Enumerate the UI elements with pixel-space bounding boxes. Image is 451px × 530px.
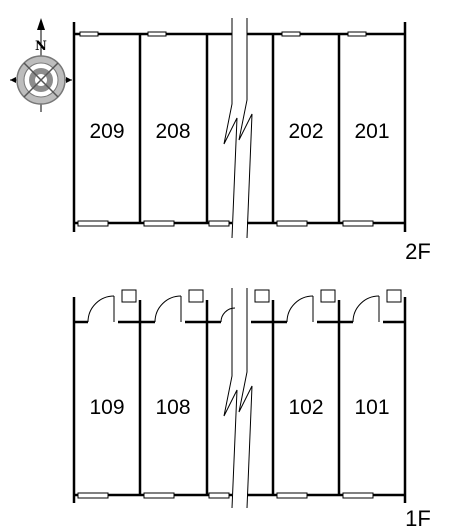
room-number: 101 (354, 396, 389, 419)
north-label: N (35, 39, 47, 54)
room-number: 102 (288, 396, 323, 419)
room-number: 202 (288, 120, 323, 143)
room-number: 208 (155, 120, 190, 143)
floor-label: 2F (405, 239, 431, 264)
floor-label: 1F (405, 506, 431, 530)
room-number: 109 (89, 396, 124, 419)
room-number: 108 (155, 396, 190, 419)
floor-plan-1f: 109 108 102 101 1F (72, 288, 431, 530)
compass-icon: N (10, 18, 72, 112)
floor-plan-2f: 209 208 202 201 2F (72, 18, 431, 264)
room-number: 209 (89, 120, 124, 143)
room-number: 201 (354, 120, 389, 143)
